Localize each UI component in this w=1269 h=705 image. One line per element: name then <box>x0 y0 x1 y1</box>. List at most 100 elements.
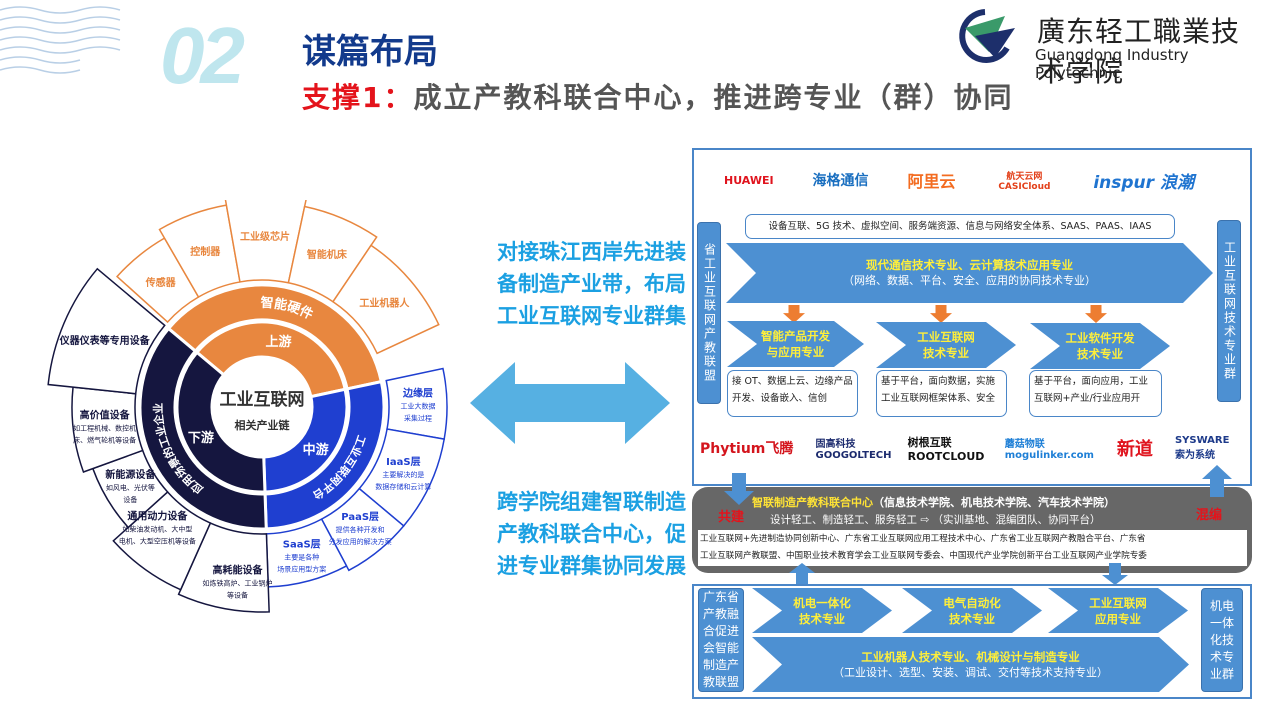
logo-rootcloud: 树根互联 ROOTCLOUD <box>907 435 985 463</box>
bottom-chevron-title: 电气自动化 <box>943 595 1001 610</box>
bottom-main-title: 工业机器人技术专业、机械设计与制造专业 <box>861 649 1080 664</box>
center-title: 智联制造产教科联合中心（信息技术学院、机电技术学院、汽车技术学院） <box>752 494 1115 510</box>
downstream-segment-label: 如工程机械、数控机 <box>73 423 136 432</box>
sub-chevron-title: 智能产品开发 <box>761 329 830 343</box>
logo-aliyun: 阿里云 <box>907 172 956 191</box>
logo-xindao: 新道 <box>1116 439 1153 460</box>
partner-logos-bottom: Phytium飞腾 固高科技 GOOGOLTECH 树根互联 ROOTCLOUD… <box>700 430 1240 466</box>
sub-chevron-title: 与应用专业 <box>766 345 825 359</box>
tag-mixed: 混编 <box>1196 508 1223 523</box>
downstream-segment-label: 仪器仪表等专用设备 <box>59 334 151 347</box>
platform-list: 工业互联网+先进制造协同创新中心、广东省工业互联网应用工程技术中心、广东省工业互… <box>698 530 1247 566</box>
school-emblem-icon <box>959 9 1015 63</box>
upstream-segment-label: 工业级芯片 <box>240 230 290 243</box>
downstream-segment-label: 等设备 <box>227 590 248 599</box>
upstream-inner-ring <box>194 320 347 399</box>
up-arrow-icon <box>789 563 815 585</box>
upstream-segment-label: 智能机床 <box>307 248 348 261</box>
platform-line: 工业互联网+先进制造协同创新中心、广东省工业互联网应用工程技术中心、广东省工业互… <box>700 534 1146 544</box>
subtitle-text: 成立产教科联合中心，推进跨专业（群）协同 <box>413 81 1014 114</box>
center-title-paren: （信息技术学院、机电技术学院、汽车技术学院） <box>873 496 1115 509</box>
sub-desc-box: 接 OT、数据上云、边缘产品开发、设备嵌入、信创 <box>727 370 858 417</box>
main-chevron: 现代通信技术专业、云计算技术应用专业 （网络、数据、平台、安全、应用的协同技术专… <box>726 243 1213 303</box>
bottom-chevron-title: 技术专业 <box>949 611 995 626</box>
downstream-segment-label: 高耗能设备 <box>213 563 264 576</box>
downstream-segment-label: 电机、大型空压机等设备 <box>119 536 196 545</box>
upstream-segment <box>287 205 378 303</box>
logo-huawei: HUAWEI <box>724 173 774 187</box>
text-top-line: 备制造产业带，布局 <box>497 272 686 296</box>
sub-chevron-title: 工业软件开发 <box>1065 331 1135 345</box>
logo-casicloud: 航天云网 CASICloud <box>998 171 1051 192</box>
tech-box: 设备互联、5G 技术、虚拟空间、服务端资源、信息与网络安全体系、SAAS、PAA… <box>745 214 1175 239</box>
wheel-center <box>214 359 310 455</box>
midstream-segment-label: SaaS层 <box>283 538 321 550</box>
downstream-segment <box>112 490 212 591</box>
bottom-chevron: 电气自动化技术专业 <box>902 588 1042 633</box>
center-line2: 设计轻工、制造轻工、服务轻工 ⇨ （实训基地、混编团队、协同平台） <box>770 512 1101 527</box>
downstream-segment-label: 通用动力设备 <box>127 509 188 522</box>
downstream-segment-label: 设备 <box>123 495 137 504</box>
downstream-segment-label: 新能源设备 <box>105 468 156 481</box>
midstream-segment-label: 分发应用的解决方案 <box>329 537 392 546</box>
bottom-left-label: 广东省产教融合促进会智能制造产教联盟 <box>698 588 744 692</box>
text-bottom: 跨学院组建智联制造 产教科联合中心，促 进专业群集协同发展 <box>458 486 686 582</box>
midstream-segment <box>265 518 348 588</box>
electromech-panel <box>692 584 1252 699</box>
downstream-segment <box>71 386 144 473</box>
tag-co-build: 共建 <box>718 510 745 525</box>
downstream-segment-label: 高价值设备 <box>80 408 131 421</box>
downstream-segment <box>91 449 169 529</box>
sub-chevron-title: 工业互联网 <box>917 330 975 344</box>
logo-inspur: inspur 浪潮 <box>1093 172 1194 193</box>
bottom-chevron-title: 机电一体化 <box>793 595 851 610</box>
partner-logos-top: HUAWEI 海格通信 阿里云 航天云网 CASICloud inspur 浪潮 <box>724 160 1194 200</box>
downstream-inner-label: 下游 <box>188 430 214 446</box>
midstream-inner-ring <box>262 387 349 494</box>
double-arrow-icon <box>470 362 670 444</box>
midstream-segment-label: 采集过程 <box>404 413 432 422</box>
downstream-segment-label: 如炼铁高炉、工业锅炉 <box>203 578 273 587</box>
text-top: 对接珠江西岸先进装 备制造产业带，布局 工业互联网专业群集 <box>458 236 686 332</box>
upstream-segment <box>224 200 307 284</box>
up-arrow-icon <box>1202 465 1232 497</box>
midstream-segment <box>358 428 446 527</box>
upstream-inner-label: 上游 <box>265 334 291 350</box>
midstream-segment-label: 数据存储和云计算 <box>375 482 431 491</box>
midstream-segment <box>385 367 448 440</box>
upstream-segment <box>331 244 440 355</box>
logo-mogulinker: 蘑菇物联 mogulinker.com <box>1004 439 1094 461</box>
page-subtitle: 支撑1：成立产教科联合中心，推进跨专业（群）协同 <box>302 76 1014 116</box>
right-label-group: 工业互联网技术专业群 <box>1217 220 1241 402</box>
downstream-segment-label: 如柴油发动机、大中型 <box>122 524 192 533</box>
down-arrow-icon <box>724 473 754 505</box>
midstream-segment-label: 主要是各种 <box>284 552 319 561</box>
upstream-segment-label: 工业机器人 <box>359 296 410 309</box>
right-arrow-icon: ⇨ <box>920 514 930 526</box>
center-title-main: 智联制造产教科联合中心 <box>752 496 873 509</box>
midstream-segment <box>320 487 405 572</box>
sub-desc-box: 基于平台，面向应用，工业互联网+产业/行业应用开 <box>1029 370 1162 417</box>
text-bottom-line: 产教科联合中心，促 <box>497 522 686 546</box>
upstream-segment-label: 控制器 <box>190 245 221 258</box>
text-top-line: 对接珠江西岸先进装 <box>497 240 686 264</box>
upstream-segment <box>116 237 200 324</box>
wheel-center-subtitle: 相关产业链 <box>235 418 291 432</box>
sub-desc-box: 基于平台，面向数据，实施工业互联网框架体系、安全 <box>876 370 1007 417</box>
bottom-main-chevron: 工业机器人技术专业、机械设计与制造专业（工业设计、选型、安装、调试、交付等技术支… <box>752 637 1189 692</box>
down-arrow-icon <box>1102 563 1128 585</box>
sub-chevron-title: 技术专业 <box>1077 347 1123 361</box>
main-chevron-sub: （网络、数据、平台、安全、应用的协同技术专业） <box>843 274 1096 287</box>
logo-haige: 海格通信 <box>812 173 869 189</box>
upstream-segment <box>158 204 241 299</box>
text-top-line: 工业互联网专业群集 <box>497 304 686 328</box>
center-line2-right: （实训基地、混编团队、协同平台） <box>932 514 1101 526</box>
center-line2-left: 设计轻工、制造轻工、服务轻工 <box>770 514 917 526</box>
midstream-inner-label: 中游 <box>303 442 329 458</box>
downstream-segment-label: 如风电、光伏等 <box>106 483 155 492</box>
text-bottom-line: 进专业群集协同发展 <box>497 554 686 578</box>
page-title: 谋篇布局 <box>302 32 438 72</box>
downstream-outer-ring <box>138 326 268 531</box>
midstream-segment-label: 主要解决的是 <box>382 470 424 479</box>
main-chevron-title: 现代通信技术专业、云计算技术应用专业 <box>866 258 1073 272</box>
